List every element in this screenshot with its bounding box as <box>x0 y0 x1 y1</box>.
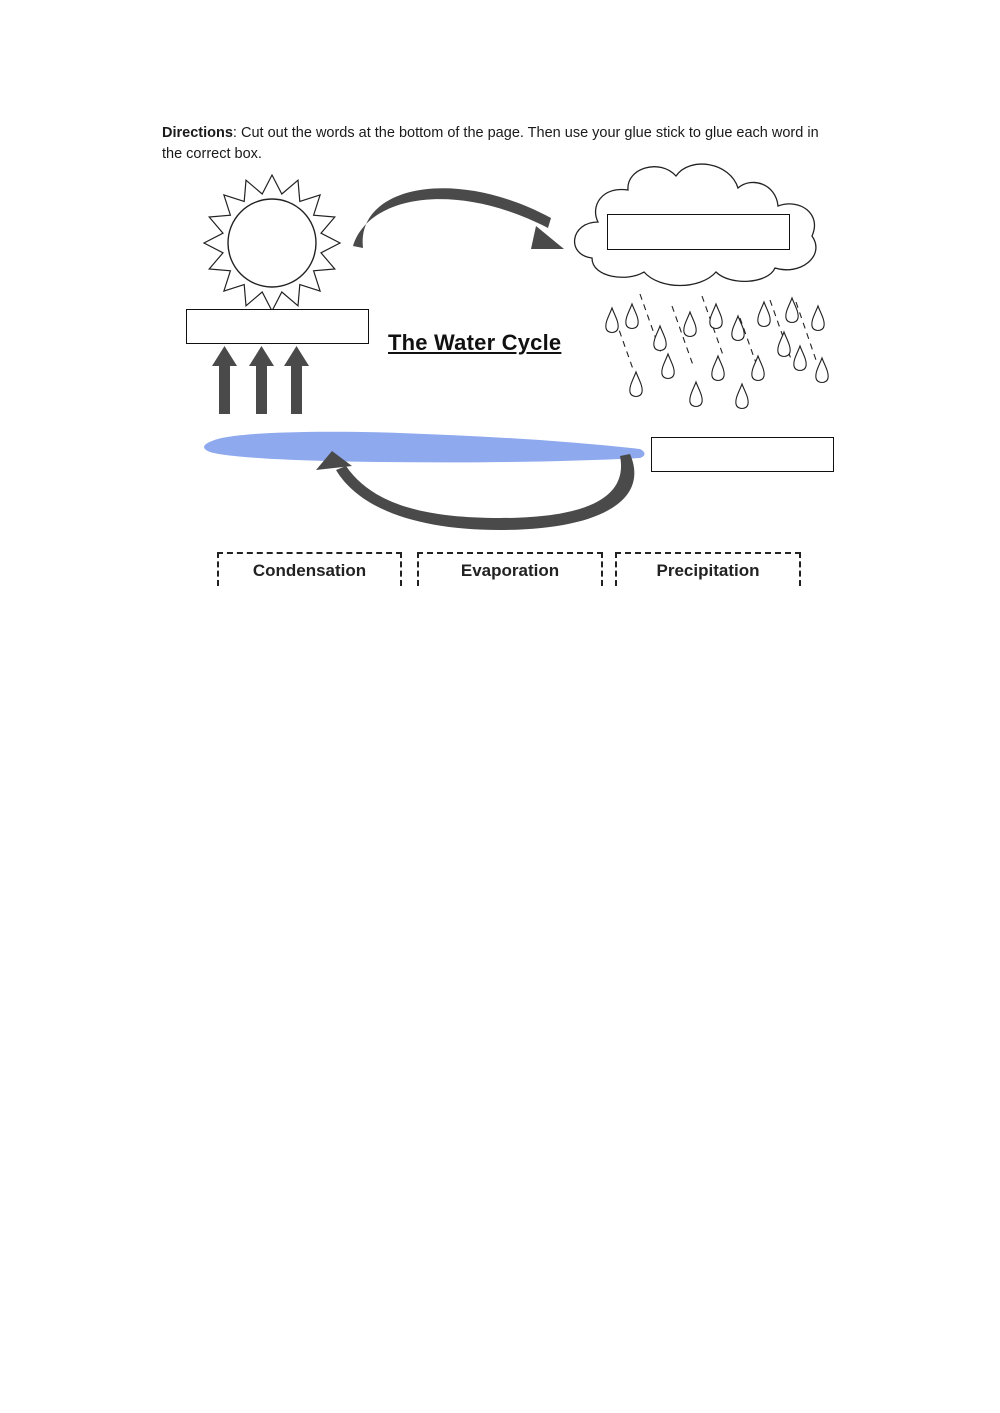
word-card-precipitation[interactable]: Precipitation <box>615 552 801 586</box>
raindrop <box>629 370 643 398</box>
raindrop <box>605 306 619 334</box>
word-card-condensation[interactable]: Condensation <box>217 552 402 586</box>
answer-box-evaporation[interactable] <box>186 309 369 344</box>
diagram-title: The Water Cycle <box>388 330 562 355</box>
evaporation-arrows-icon <box>212 346 309 414</box>
directions-label: Directions <box>162 125 233 141</box>
raindrop <box>653 324 667 352</box>
raindrop <box>811 304 825 332</box>
directions-text: Directions: Cut out the words at the bot… <box>162 123 842 165</box>
answer-box-precipitation[interactable] <box>651 437 834 472</box>
bottom-cycle-arrow-icon <box>316 451 635 530</box>
directions-body: : Cut out the words at the bottom of the… <box>162 125 819 162</box>
raindrop <box>793 344 807 372</box>
sun-icon <box>202 173 342 313</box>
raindrop <box>751 354 765 382</box>
word-card-evaporation[interactable]: Evaporation <box>417 552 603 586</box>
raindrop <box>731 314 745 342</box>
raindrop <box>815 356 829 384</box>
raindrop <box>661 352 675 380</box>
raindrop <box>777 330 791 358</box>
raindrop <box>735 382 749 410</box>
raindrop <box>709 302 723 330</box>
raindrop <box>625 302 639 330</box>
rain-icon <box>605 293 829 410</box>
top-cycle-arrow-icon <box>353 188 564 249</box>
raindrop <box>757 300 771 328</box>
raindrop <box>683 310 697 338</box>
raindrop <box>711 354 725 382</box>
raindrop <box>689 380 703 408</box>
answer-box-condensation[interactable] <box>607 214 790 250</box>
water-body-icon <box>204 431 645 463</box>
raindrop <box>785 296 799 324</box>
